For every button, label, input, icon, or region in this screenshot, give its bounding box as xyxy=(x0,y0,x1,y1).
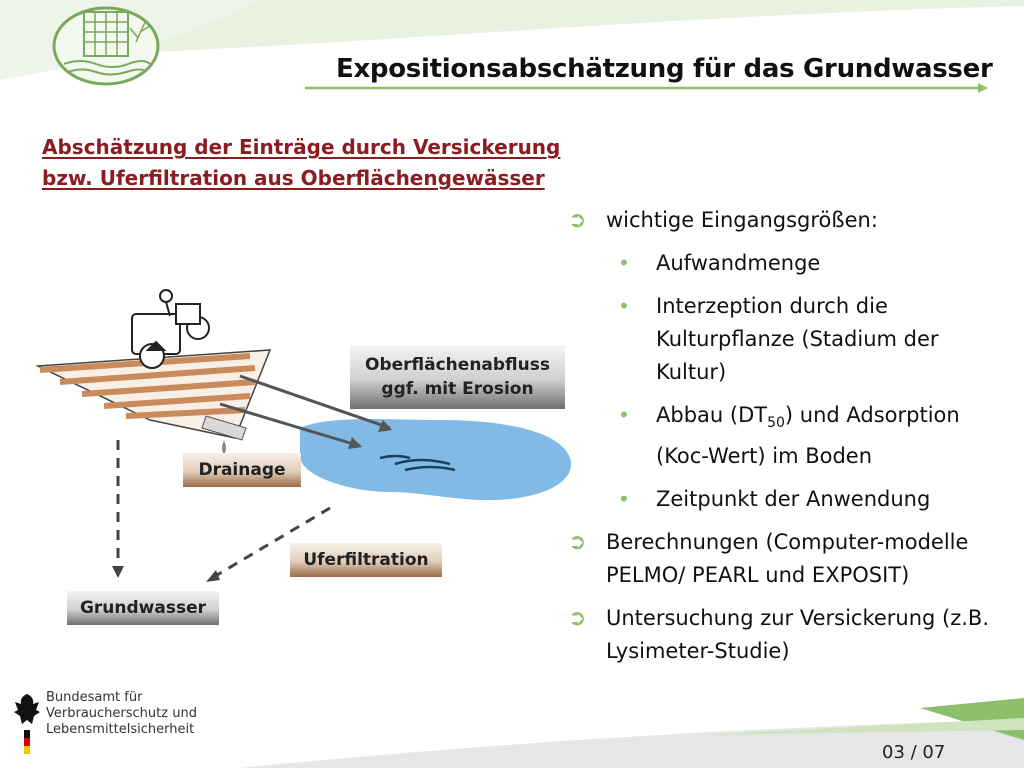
organization-name: Bundesamt für Verbraucherschutz und Lebe… xyxy=(46,690,197,738)
sub-bullet-interception: • Interzeption durch die Kulturpflanze (… xyxy=(562,290,1012,389)
sub-bullet-text: Abbau (DT xyxy=(656,403,768,427)
org-line-3: Lebensmittelsicherheit xyxy=(46,722,195,737)
slide-title: Expositionsabschätzung für das Grundwass… xyxy=(336,54,993,84)
dot-bullet-icon: • xyxy=(618,403,630,427)
water-body-illustration xyxy=(300,419,572,501)
bullet-text: wichtige Eingangsgrößen: xyxy=(606,208,878,232)
label-surface-runoff-line-1: Oberflächenabfluss xyxy=(365,355,550,375)
bullet-text: Untersuchung zur Versickerung (z.B. Lysi… xyxy=(606,606,990,664)
subtitle-line-2: bzw. Uferfiltration aus Oberflächengewäs… xyxy=(42,166,545,190)
label-surface-runoff: Oberflächenabfluss ggf. mit Erosion xyxy=(350,345,565,409)
sub-bullet-text-cont: ) und Adsorption (Koc-Wert) im Boden xyxy=(656,403,960,469)
page-number: 03 / 07 xyxy=(882,742,946,763)
drainage-pipe-illustration xyxy=(201,415,247,454)
bullet-input-parameters: ➲ wichtige Eingangsgrößen: xyxy=(562,204,1012,237)
bullet-leaching-study: ➲ Untersuchung zur Versickerung (z.B. Ly… xyxy=(562,602,1012,668)
sub-bullet-application-rate: • Aufwandmenge xyxy=(562,247,1012,280)
label-groundwater: Grundwasser xyxy=(67,591,219,625)
sub-bullet-text: Aufwandmenge xyxy=(656,251,821,275)
federal-eagle-icon xyxy=(14,694,40,754)
institute-logo xyxy=(52,6,160,86)
label-bank-filtration: Uferfiltration xyxy=(290,543,442,577)
arrow-bullet-icon: ➲ xyxy=(568,606,587,632)
bullet-text: Berechnungen (Computer-modelle PELMO/ PE… xyxy=(606,530,969,588)
sub-bullet-application-time: • Zeitpunkt der Anwendung xyxy=(562,483,1012,516)
org-line-1: Bundesamt für xyxy=(46,690,143,705)
arrow-bullet-icon: ➲ xyxy=(568,208,587,233)
dot-bullet-icon: • xyxy=(618,251,630,275)
dot-bullet-icon: • xyxy=(618,487,630,512)
section-subtitle: Abschätzung der Einträge durch Versicker… xyxy=(42,132,582,194)
label-drainage: Drainage xyxy=(183,453,301,487)
dot-bullet-icon: • xyxy=(618,294,630,318)
label-surface-runoff-line-2: ggf. mit Erosion xyxy=(381,379,534,399)
org-line-2: Verbraucherschutz und xyxy=(46,706,197,721)
sub-bullet-text: Interzeption durch die Kulturpflanze (St… xyxy=(656,294,939,384)
subtitle-line-1: Abschätzung der Einträge durch Versicker… xyxy=(42,135,561,159)
exposure-diagram xyxy=(35,289,572,582)
sub-bullet-degradation: • Abbau (DT50) und Adsorption (Koc-Wert)… xyxy=(562,399,1012,473)
field-illustration xyxy=(35,349,272,439)
sub-bullet-text: Zeitpunkt der Anwendung xyxy=(656,487,931,512)
arrow-bullet-icon: ➲ xyxy=(568,530,587,556)
tractor-illustration xyxy=(131,289,210,369)
bullet-calculations: ➲ Berechnungen (Computer-modelle PELMO/ … xyxy=(562,526,1012,592)
subscript-50: 50 xyxy=(767,415,785,432)
bullet-list: ➲ wichtige Eingangsgrößen: • Aufwandmeng… xyxy=(562,204,1012,678)
